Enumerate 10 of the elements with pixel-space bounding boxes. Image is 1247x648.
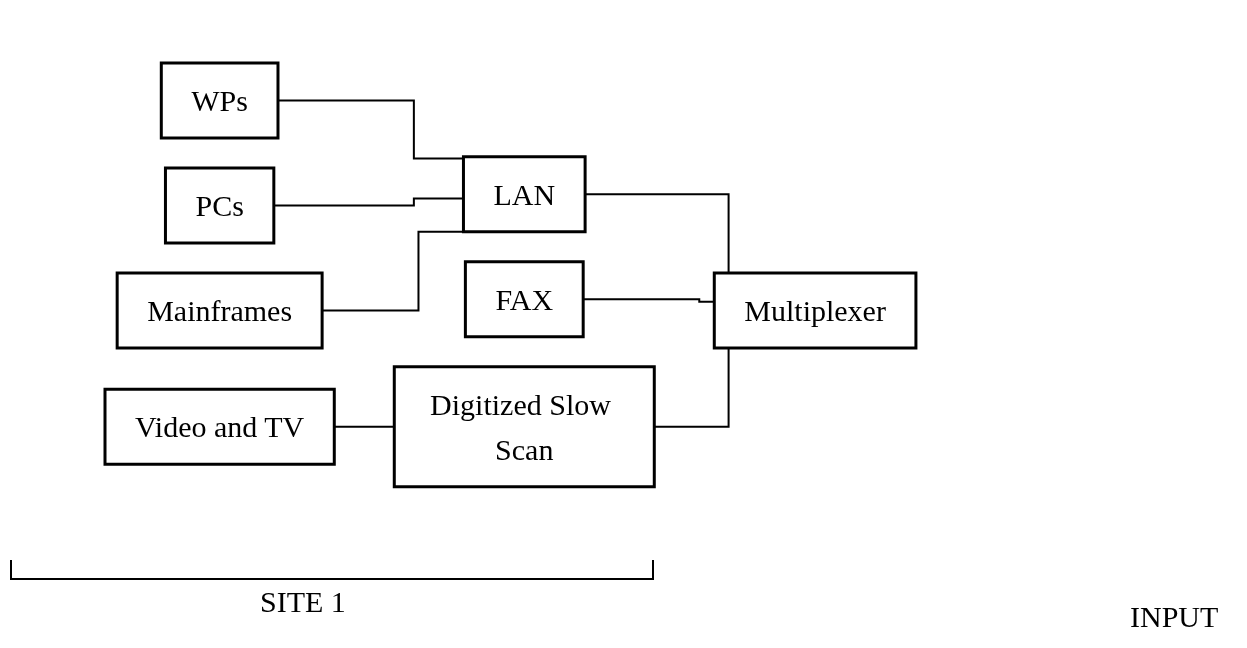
text-label: SITE 1 bbox=[260, 585, 346, 619]
text-label: INPUT bbox=[1130, 600, 1219, 634]
node-box: Digitized Slow Scan bbox=[392, 365, 656, 489]
node-box: PCs bbox=[163, 166, 275, 245]
node-box: Video and TV bbox=[103, 387, 336, 466]
node-box: WPs bbox=[159, 61, 279, 140]
node-box: Mainframes bbox=[115, 271, 324, 350]
node-box: LAN bbox=[461, 155, 587, 234]
node-box: FAX bbox=[463, 260, 585, 339]
node-box: Multiplexer bbox=[712, 271, 917, 350]
